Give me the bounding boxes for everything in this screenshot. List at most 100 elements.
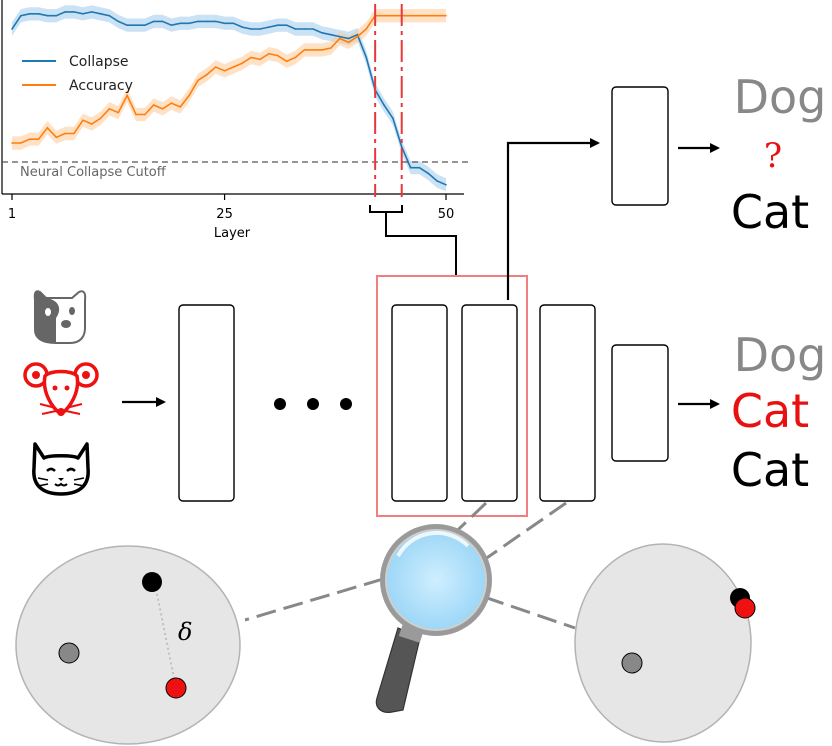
- point-accuracy: [303, 49, 306, 51]
- top-output-dog: Dog: [734, 70, 827, 124]
- point-collapse: [276, 24, 279, 27]
- x-tick-label: 50: [438, 207, 455, 222]
- point-collapse: [11, 28, 13, 30]
- point-accuracy: [294, 56, 297, 59]
- point-accuracy: [223, 70, 226, 72]
- cat-face-icon: [32, 442, 90, 496]
- point-accuracy: [427, 14, 430, 17]
- point-collapse: [188, 22, 190, 25]
- point-accuracy: [347, 41, 350, 44]
- gray-embedding-point-right: [621, 652, 643, 674]
- point-collapse: [338, 35, 341, 38]
- point-collapse: [206, 20, 208, 23]
- classifier-head-bottom: [611, 344, 669, 462]
- point-accuracy: [188, 94, 190, 97]
- point-collapse: [392, 117, 394, 120]
- point-collapse: [37, 13, 40, 15]
- point-accuracy: [82, 119, 84, 121]
- point-accuracy: [20, 142, 22, 144]
- bottom-output-cat: Cat: [731, 443, 809, 497]
- point-accuracy: [126, 94, 128, 97]
- point-accuracy: [259, 58, 261, 61]
- point-accuracy: [108, 108, 111, 110]
- point-collapse: [99, 13, 102, 15]
- point-accuracy: [312, 49, 314, 51]
- point-collapse: [170, 24, 173, 27]
- highlighted-layers-frame: [376, 275, 528, 517]
- point-collapse: [64, 11, 66, 13]
- point-accuracy: [392, 14, 394, 17]
- point-accuracy: [232, 66, 235, 68]
- point-collapse: [135, 24, 137, 27]
- point-collapse: [241, 26, 244, 28]
- point-accuracy: [161, 108, 164, 110]
- point-accuracy: [55, 136, 58, 139]
- gray-embedding-point: [58, 642, 80, 664]
- point-accuracy: [356, 35, 359, 38]
- point-collapse: [445, 184, 447, 186]
- point-collapse: [285, 24, 288, 27]
- point-accuracy: [409, 14, 412, 17]
- point-accuracy: [321, 49, 323, 51]
- bottom-output-cat-red: Cat: [731, 384, 809, 438]
- point-accuracy: [206, 73, 208, 76]
- point-accuracy: [179, 106, 182, 108]
- x-tick-label: 1: [8, 207, 16, 222]
- point-accuracy: [99, 117, 102, 120]
- point-collapse: [108, 14, 111, 17]
- point-collapse: [347, 37, 350, 40]
- point-collapse: [126, 24, 128, 27]
- point-accuracy: [117, 111, 120, 114]
- point-accuracy: [436, 14, 438, 17]
- top-outputs: Dog ? Cat: [731, 70, 827, 239]
- point-accuracy: [152, 104, 155, 106]
- point-collapse: [427, 172, 430, 175]
- band-accuracy: [12, 9, 446, 150]
- point-accuracy: [11, 142, 13, 144]
- point-collapse: [268, 26, 270, 28]
- neural-collapse-cutoff-label: Neural Collapse Cutoff: [20, 165, 167, 180]
- classifier-head-top: [611, 86, 669, 206]
- bottom-outputs: Dog Cat Cat: [731, 328, 827, 497]
- chart-legend: Collapse Accuracy: [22, 54, 133, 94]
- point-accuracy: [330, 47, 332, 49]
- point-accuracy: [241, 62, 244, 64]
- point-collapse: [55, 14, 58, 17]
- point-accuracy: [338, 37, 341, 40]
- chart-to-layers-connector: [369, 205, 457, 276]
- embedding-view-left: δ: [15, 545, 241, 745]
- point-accuracy: [383, 14, 385, 17]
- point-collapse: [365, 56, 368, 59]
- point-accuracy: [37, 138, 40, 140]
- early-exit-connector: [506, 138, 600, 300]
- point-accuracy: [197, 79, 199, 82]
- point-accuracy: [90, 123, 93, 125]
- point-accuracy: [250, 56, 252, 59]
- point-collapse: [356, 33, 359, 36]
- legend-label-accuracy: Accuracy: [69, 78, 133, 94]
- point-collapse: [223, 22, 226, 25]
- layer-block-highlight-2: [461, 304, 518, 502]
- point-accuracy: [268, 52, 270, 55]
- point-collapse: [232, 22, 235, 25]
- point-collapse: [303, 28, 306, 30]
- point-collapse: [321, 32, 323, 34]
- delta-label: δ: [178, 618, 192, 646]
- point-accuracy: [144, 113, 146, 116]
- point-accuracy: [276, 54, 279, 57]
- point-collapse: [383, 104, 385, 106]
- point-accuracy: [214, 66, 217, 68]
- point-collapse: [46, 14, 49, 17]
- point-accuracy: [64, 132, 66, 135]
- point-collapse: [161, 20, 164, 23]
- point-accuracy: [285, 60, 288, 63]
- point-accuracy: [170, 102, 173, 104]
- point-accuracy: [445, 14, 447, 17]
- point-collapse: [144, 24, 146, 27]
- point-collapse: [250, 28, 252, 30]
- layer-block-highlight-1: [391, 304, 448, 502]
- point-collapse: [294, 28, 297, 30]
- point-accuracy: [365, 28, 368, 30]
- point-collapse: [179, 22, 182, 25]
